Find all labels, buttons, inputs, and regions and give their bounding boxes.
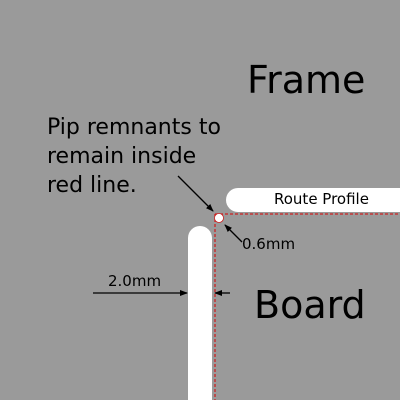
- board-label: Board: [254, 283, 366, 327]
- route-profile-label: Route Profile: [274, 190, 369, 208]
- frame-label: Frame: [247, 58, 366, 102]
- route-slot-horizontal: [226, 188, 400, 212]
- pip-note-line-2: remain inside: [47, 144, 197, 169]
- pip-note-line-3: red line.: [47, 173, 137, 198]
- pip-remnant: [214, 213, 224, 223]
- pip-dimension-arrow: [224, 224, 243, 243]
- pip-dimension-label: 0.6mm: [242, 235, 296, 253]
- pip-note-line-1: Pip remnants to: [47, 115, 221, 140]
- slot-width-dimension-label: 2.0mm: [108, 272, 162, 290]
- note-leader-arrow: [177, 175, 214, 212]
- route-slot-vertical: [188, 226, 212, 400]
